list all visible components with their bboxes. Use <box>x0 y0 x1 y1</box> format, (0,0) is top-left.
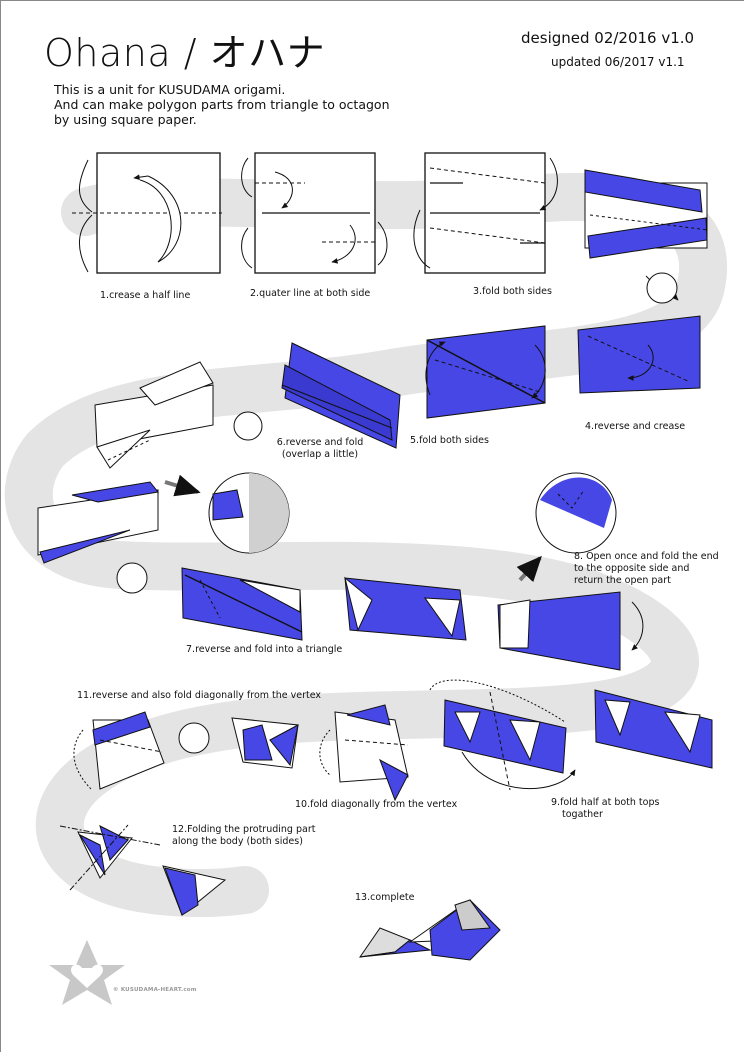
step12-caption-1: 12.Folding the protruding part <box>172 824 316 835</box>
step4-caption: 4.reverse and crease <box>585 421 686 432</box>
step8-caption-3: return the open part <box>574 575 671 586</box>
step2-caption: 2.quater line at both side <box>250 288 371 299</box>
step11-caption: 11.reverse and also fold diagonally from… <box>77 690 322 701</box>
step9-caption-2: togather <box>562 809 603 820</box>
intro-line-2: And can make polygon parts from triangle… <box>54 97 390 112</box>
step7-prep-figure <box>37 472 290 594</box>
step12-caption-2: along the body (both sides) <box>172 836 303 847</box>
step1-caption: 1.crease a half line <box>100 290 191 301</box>
step1-figure <box>72 152 222 274</box>
step3-figure <box>413 152 558 274</box>
step8-figure <box>344 472 644 671</box>
intro-line-3: by using square paper. <box>54 112 197 127</box>
step9-figure <box>429 679 713 791</box>
step6-strip-figure <box>94 361 214 469</box>
copyright-credit: © KUSUDAMA-HEART.com <box>113 987 197 993</box>
step13-figure <box>358 899 501 961</box>
step8-caption-2: to the opposite side and <box>574 563 690 574</box>
step6-figure <box>233 342 401 449</box>
step10-caption: 10.fold diagonally from the vertex <box>295 799 458 810</box>
step5-caption: 5.fold both sides <box>410 435 489 446</box>
step8-caption-1: 8. Open once and fold the end <box>574 551 719 562</box>
step4-prep-figure <box>584 169 709 303</box>
kusudama-heart-logo <box>49 940 125 1005</box>
step13-caption: 13.complete <box>355 892 415 903</box>
step3-caption: 3.fold both sides <box>473 286 552 297</box>
step12-figure <box>59 824 227 916</box>
step5-figure <box>425 325 546 419</box>
step10-figure <box>178 704 409 802</box>
step7-figure <box>181 567 303 641</box>
step7-caption: 7.reverse and fold into a triangle <box>186 644 343 655</box>
step4-figure <box>577 315 701 394</box>
step6-caption-2: (overlap a little) <box>281 449 359 460</box>
step2-figure <box>241 152 388 274</box>
intro-line-1: This is a unit for KUSUDAMA origami. <box>54 82 286 97</box>
updated-date: updated 06/2017 v1.1 <box>551 55 685 69</box>
designed-date: designed 02/2016 v1.0 <box>521 29 695 47</box>
page-title: Ohana / オハナ <box>44 31 326 75</box>
step11-figure <box>73 711 165 791</box>
step9-caption-1: 9.fold half at both tops <box>551 797 660 808</box>
step6-caption-1: 6.reverse and fold <box>276 437 364 448</box>
